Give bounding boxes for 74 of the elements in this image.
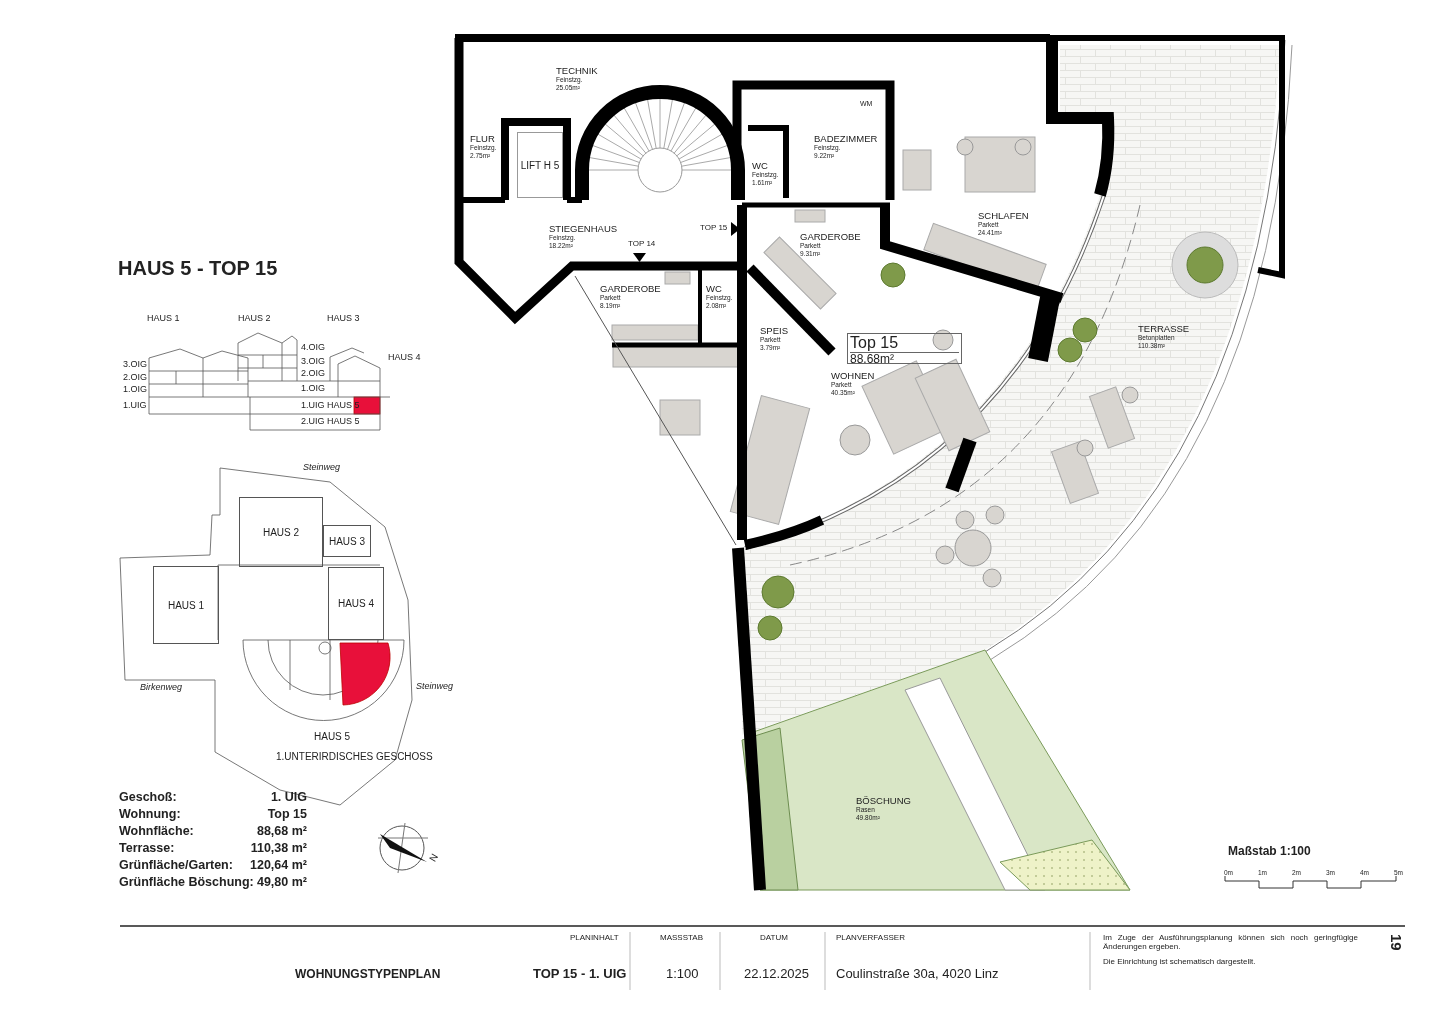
room-name: WC [752,161,769,172]
info-label: Wohnfläche: [119,825,194,839]
room-name: SCHLAFEN [978,211,1029,222]
section-label: 3.OIG [301,357,325,367]
room-name: GARDEROBE [600,284,661,295]
plan-label: HAUS 5 [314,731,351,742]
info-label: Grünfläche Böschung: [119,876,254,890]
room-name: STIEGENHAUS [549,224,618,235]
room-name: HAUS 2 [262,526,300,538]
room-name: SPEIS [760,326,788,337]
title-block-text: 22.12.2025 [744,967,810,982]
section-label: 2.UIG HAUS 5 [301,417,360,427]
title-block-text: Coulinstraße 30a, 4020 Linz [836,967,999,982]
north-label: N [427,851,441,864]
title-block-text: MASSSTAB [660,934,703,943]
section-label: HAUS 2 [238,314,271,324]
room-name: TECHNIK [556,66,598,77]
info-value: 49,80 m² [256,876,307,890]
room-name: LIFT H 5 [520,159,560,171]
elevator-box [517,132,563,198]
room-name: BADEZIMMER [814,134,878,145]
section-label: 1.UIG [123,401,147,411]
info-value: 88,68 m² [256,825,307,839]
info-label: Terrasse: [119,842,175,856]
page-number: 19 [1387,934,1404,951]
title-block-text: PLANVERFASSER [836,934,905,943]
street-name: Birkenweg [140,683,183,693]
room-name: HAUS 1 [167,599,205,611]
section-label: HAUS 3 [327,314,360,324]
building-outline [323,525,371,557]
info-label: Geschoß: [119,791,177,805]
note-text: Die Einrichtung ist schematisch dargestellt. [1103,958,1256,967]
section-label: 1.UIG HAUS 5 [301,401,360,411]
street-name: Steinweg [303,463,341,473]
room-name: WOHNEN [831,371,875,382]
room-name: FLUR [470,134,496,145]
info-value: 1. UIG [270,791,307,805]
note-text: Im Zuge der Ausführungsplanung können sich noch geringfügige Änderungen ergeben. [1103,934,1358,952]
room-name: BÖSCHUNG [856,796,911,807]
building-outline [328,567,384,640]
title-block-text: TOP 15 - 1. UIG [533,967,627,982]
area-box [847,333,962,364]
room-name: HAUS 4 [337,598,375,609]
title-block-text: 1:100 [666,967,699,982]
info-value: Top 15 [267,808,307,822]
section-label: 1.OIG [301,384,325,394]
section-label: 3.OIG [123,360,147,370]
plan-title: HAUS 5 - TOP 15 [118,257,278,280]
section-label: 4.OIG [301,343,325,353]
title-block-text: WOHNUNGSTYPENPLAN [295,968,441,982]
section-label: 2.OIG [301,369,325,379]
info-value: 110,38 m² [250,842,307,856]
info-value: 120,64 m² [250,859,307,873]
room-detail: 88.68m² [850,351,959,366]
entrance-label: TOP 15 [700,224,728,233]
scale-label: Maßstab 1:100 [1228,845,1311,859]
info-label: Grünfläche/Garten: [119,859,233,873]
info-label: Wohnung: [119,808,181,822]
entrance-label: TOP 14 [628,240,656,249]
section-label: HAUS 4 [388,353,421,363]
plan-label: 1.UNTERIRDISCHES GESCHOSS [276,751,433,762]
section-label: HAUS 1 [147,314,180,324]
room-name: WC [706,284,723,295]
title-block-text: PLANINHALT [570,934,619,943]
building-outline [239,497,323,567]
section-label: 2.OIG [123,373,147,383]
building-outline [153,566,219,644]
street-name: Steinweg [416,682,454,692]
room-name: TERRASSE [1138,324,1190,335]
room-name: Top 15 [850,334,900,352]
title-block-text: DATUM [760,934,788,943]
section-label: 1.OIG [123,385,147,395]
room-name: GARDEROBE [800,232,861,243]
room-name: HAUS 3 [328,535,366,547]
